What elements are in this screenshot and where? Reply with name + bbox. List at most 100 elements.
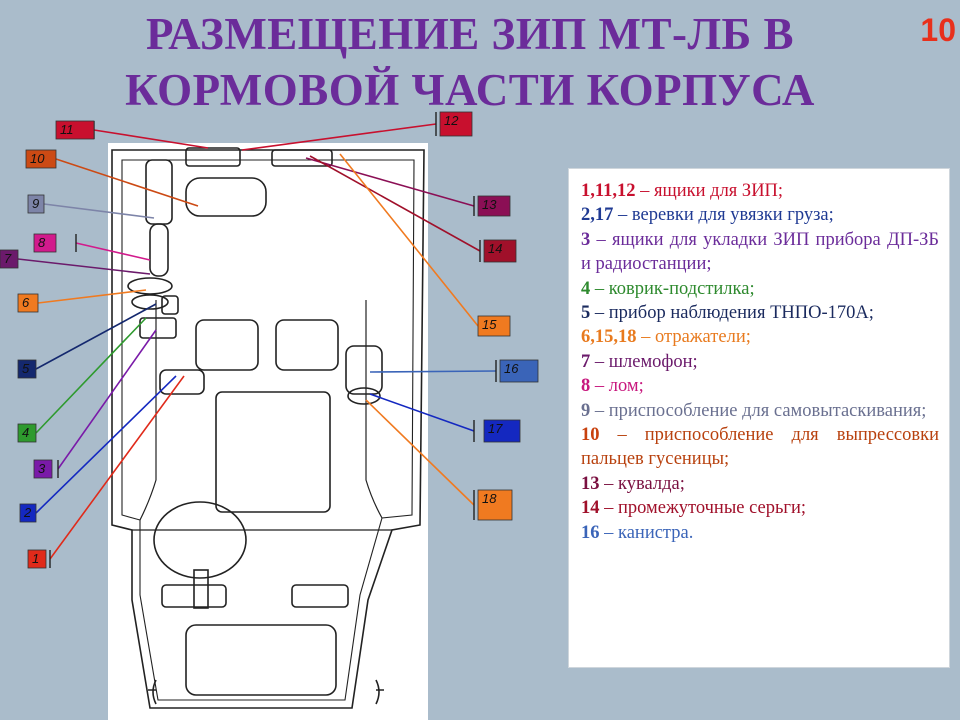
legend-item: 16 – канистра. [581, 521, 939, 545]
callout-leader-line [35, 303, 157, 370]
callout-leader-line [369, 393, 475, 432]
legend-item: 3 – ящики для укладки ЗИП прибора ДП-ЗБ … [581, 228, 939, 277]
callout-leader-line [35, 317, 147, 434]
legend-item-text: – шлемофон; [590, 351, 698, 372]
callout-leader-line [305, 157, 475, 207]
legend-item-number: 2,17 [581, 205, 614, 226]
legend-item: 6,15,18 – отражатели; [581, 325, 939, 349]
callout-label: 9 [32, 196, 39, 211]
callout-box [27, 194, 45, 214]
legend-item: 9 – приспособление для самовытаскивания; [581, 399, 939, 423]
page-title: РАЗМЕЩЕНИЕ ЗИП МТ-ЛБ В КОРМОВОЙ ЧАСТИ КО… [125, 9, 815, 115]
callout-label: 12 [444, 113, 459, 128]
callout-label: 18 [482, 491, 497, 506]
legend-item: 1,11,12 – ящики для ЗИП; [581, 179, 939, 203]
callout-box [55, 120, 95, 140]
callout-box [17, 423, 37, 443]
callout-leader-line [365, 399, 475, 506]
callout-17: 17 [369, 393, 521, 443]
slide-number: 10 [920, 12, 956, 48]
callout-label: 6 [22, 295, 30, 310]
callout-11: 11 [55, 120, 209, 149]
callout-12: 12 [241, 111, 473, 151]
legend-item: 2,17 – веревки для увязки груза; [581, 203, 939, 227]
callout-leader-line [37, 289, 147, 304]
callout-6: 6 [17, 289, 147, 313]
callout-box [483, 419, 521, 443]
callout-leader-line [75, 242, 151, 261]
callout-label: 1 [32, 551, 39, 566]
callout-box [17, 293, 39, 313]
legend-item-number: 4 [581, 278, 591, 299]
callout-box [19, 503, 37, 523]
callout-5: 5 [17, 303, 157, 379]
legend-item-text: – ящики для ЗИП; [635, 181, 784, 201]
legend-item-text: – ящики для укладки ЗИП прибора ДП-ЗБ и … [581, 229, 939, 275]
callout-leader-line [57, 329, 157, 470]
legend-item-text: – прибор наблюдения ТНПО-170А; [590, 303, 874, 324]
legend-item-text: – отражатели; [636, 327, 751, 348]
legend-item-number: 13 [581, 473, 600, 494]
legend-panel: 1,11,12 – ящики для ЗИП;2,17 – веревки д… [568, 168, 950, 668]
legend-item: 4 – коврик-подстилка; [581, 277, 939, 301]
callout-box [33, 459, 53, 479]
callout-leader-line [93, 129, 209, 149]
callout-box [27, 549, 47, 569]
legend-item-text: – промежуточные серьги; [599, 498, 807, 519]
callout-label: 14 [488, 241, 502, 256]
legend-item: 14 – промежуточные серьги; [581, 496, 939, 520]
legend-item: 13 – кувалда; [581, 472, 939, 496]
callout-label: 13 [482, 197, 497, 212]
callout-leader-line [17, 258, 151, 275]
callout-box [477, 489, 513, 521]
callout-14: 14 [309, 155, 517, 263]
legend-item-text: – веревки для увязки груза; [613, 205, 834, 226]
callout-16: 16 [369, 359, 539, 383]
legend-item-number: 5 [581, 303, 591, 324]
callout-label: 8 [38, 235, 46, 250]
callout-leader-line [43, 203, 155, 219]
callout-leader-line [241, 123, 437, 151]
callout-label: 10 [30, 151, 45, 166]
callout-box [483, 239, 517, 263]
legend-item-number: 8 [581, 376, 591, 397]
callout-label: 17 [488, 421, 503, 436]
callout-9: 9 [27, 194, 155, 219]
callout-label: 5 [22, 361, 30, 376]
legend-item-text: – кувалда; [599, 473, 685, 494]
legend-item: 5 – прибор наблюдения ТНПО-170А; [581, 301, 939, 325]
callout-box [17, 359, 37, 379]
callout-leader-line [35, 375, 177, 514]
callout-leader-line [49, 375, 185, 560]
legend-item: 7 – шлемофон; [581, 350, 939, 374]
hull-drawing [108, 143, 428, 720]
legend-item-text: – приспособление для выпрессовки пальцев… [581, 425, 939, 470]
legend-item-number: 7 [581, 351, 591, 372]
callout-box [439, 111, 473, 137]
callout-1: 1 [27, 375, 185, 569]
callout-3: 3 [33, 329, 157, 479]
callout-box [499, 359, 539, 383]
callout-label: 3 [38, 461, 46, 476]
callout-7: 7 [0, 249, 151, 275]
callout-leader-line [55, 158, 199, 207]
callout-8: 8 [33, 233, 151, 261]
legend-item-number: 3 [581, 229, 591, 250]
callout-13: 13 [305, 157, 511, 217]
callout-box [477, 315, 511, 337]
legend-item-number: 14 [581, 498, 600, 519]
legend-item: 8 – лом; [581, 374, 939, 398]
legend-item-text: – коврик-подстилка; [590, 278, 755, 299]
legend-item-number: 16 [581, 522, 600, 543]
callout-label: 11 [60, 122, 74, 137]
legend-item-text: – лом; [590, 376, 644, 397]
callout-box [477, 195, 511, 217]
callout-leader-line [309, 155, 481, 252]
legend-item-number: 1,11,12 [581, 181, 636, 201]
legend-item-number: 9 [581, 400, 591, 421]
callout-label: 2 [23, 505, 32, 520]
legend-item: 10 – приспособление для выпрессовки паль… [581, 423, 939, 472]
legend-item-number: 6,15,18 [581, 327, 637, 348]
